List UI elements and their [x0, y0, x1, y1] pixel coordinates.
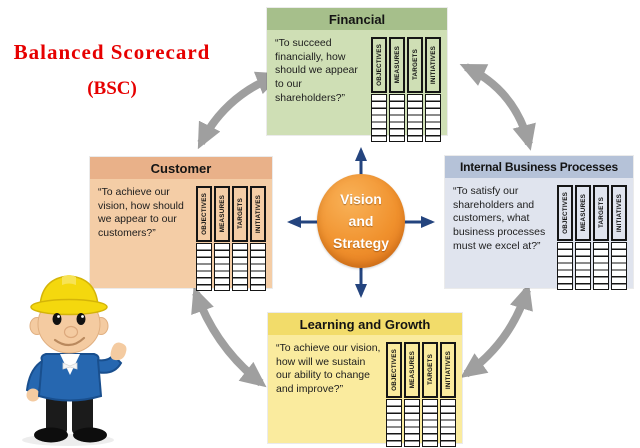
- table-column: INITIATIVES: [611, 185, 627, 290]
- table-column: INITIATIVES: [440, 342, 456, 447]
- table-empty-rows: [232, 243, 248, 291]
- table-column: INITIATIVES: [425, 37, 441, 142]
- page-title: Balanced Scorecard (BSC): [12, 40, 212, 100]
- column-header-label: OBJECTIVES: [561, 192, 569, 234]
- title-line-1: Balanced Scorecard: [13, 40, 211, 64]
- table-empty-rows: [440, 399, 456, 447]
- table-empty-rows: [389, 94, 405, 142]
- table-column: OBJECTIVES: [386, 342, 402, 447]
- table-column: TARGETS: [593, 185, 609, 290]
- column-header-label: OBJECTIVES: [375, 44, 383, 86]
- perspective-box-customer: Customer “To achieve our vision, how sho…: [90, 157, 272, 291]
- column-header-label: TARGETS: [426, 354, 434, 386]
- table-empty-rows: [425, 94, 441, 142]
- table-empty-rows: [593, 242, 609, 290]
- center-line-3: Strategy: [332, 235, 390, 251]
- table-column: OBJECTIVES: [557, 185, 573, 290]
- table-empty-rows: [557, 242, 573, 290]
- table-empty-rows: [575, 242, 591, 290]
- column-header-label: TARGETS: [411, 49, 419, 81]
- quote-learning: “To achieve our vision, how will we sust…: [276, 342, 381, 395]
- center-line-2: and: [348, 213, 374, 229]
- column-header-label: INITIATIVES: [429, 45, 437, 85]
- column-header-label: MEASURES: [393, 46, 401, 84]
- cycle-arrow-financial-internal: [459, 63, 536, 151]
- quote-financial: “To succeed financially, how should we a…: [275, 37, 358, 104]
- center-line-1: Vision: [340, 191, 382, 207]
- column-header-label: INITIATIVES: [254, 194, 262, 234]
- cycle-arrow-internal-learning: [460, 283, 533, 379]
- cycle-arrow-learning-customer: [191, 286, 267, 388]
- title-line-2: (BSC): [87, 78, 137, 99]
- column-header-label: INITIATIVES: [615, 193, 623, 233]
- quote-customer: “To achieve our vision, how should we ap…: [98, 186, 184, 239]
- table-column: MEASURES: [214, 186, 230, 291]
- table-column: MEASURES: [404, 342, 420, 447]
- table-column: TARGETS: [232, 186, 248, 291]
- scorecard-table: OBJECTIVES MEASURES TARGETS INITIATIVES: [386, 342, 456, 447]
- box-title-internal: Internal Business Processes: [445, 156, 633, 178]
- scorecard-table: OBJECTIVES MEASURES TARGETS INITIATIVES: [557, 185, 627, 290]
- box-title-financial: Financial: [267, 8, 447, 30]
- table-empty-rows: [214, 243, 230, 291]
- table-empty-rows: [422, 399, 438, 447]
- box-title-learning: Learning and Growth: [268, 313, 462, 335]
- table-column: TARGETS: [407, 37, 423, 142]
- column-header-label: OBJECTIVES: [200, 193, 208, 235]
- table-column: OBJECTIVES: [196, 186, 212, 291]
- construction-worker-icon: [22, 275, 127, 446]
- table-empty-rows: [407, 94, 423, 142]
- table-column: OBJECTIVES: [371, 37, 387, 142]
- table-empty-rows: [611, 242, 627, 290]
- table-empty-rows: [404, 399, 420, 447]
- scorecard-table: OBJECTIVES MEASURES TARGETS INITIATIVES: [371, 37, 441, 142]
- table-empty-rows: [196, 243, 212, 291]
- column-header-label: MEASURES: [579, 194, 587, 232]
- table-column: MEASURES: [575, 185, 591, 290]
- table-column: MEASURES: [389, 37, 405, 142]
- perspective-box-financial: Financial “To succeed financially, how s…: [267, 8, 447, 142]
- column-header-label: MEASURES: [408, 351, 416, 389]
- table-empty-rows: [386, 399, 402, 447]
- perspective-box-internal-business-processes: Internal Business Processes “To satisfy …: [445, 156, 633, 290]
- column-header-label: INITIATIVES: [444, 350, 452, 390]
- column-header-label: TARGETS: [597, 197, 605, 229]
- perspective-box-learning-and-growth: Learning and Growth “To achieve our visi…: [268, 313, 462, 447]
- table-column: TARGETS: [422, 342, 438, 447]
- quote-internal: “To satisfy our shareholders and custome…: [453, 185, 546, 252]
- box-title-customer: Customer: [90, 157, 272, 179]
- table-column: INITIATIVES: [250, 186, 266, 291]
- scorecard-table: OBJECTIVES MEASURES TARGETS INITIATIVES: [196, 186, 266, 291]
- table-empty-rows: [371, 94, 387, 142]
- cycle-arrow-customer-financial: [197, 71, 283, 150]
- column-header-label: MEASURES: [218, 195, 226, 233]
- column-header-label: TARGETS: [236, 198, 244, 230]
- table-empty-rows: [250, 243, 266, 291]
- vision-strategy-node: Vision and Strategy: [317, 174, 405, 268]
- column-header-label: OBJECTIVES: [390, 349, 398, 391]
